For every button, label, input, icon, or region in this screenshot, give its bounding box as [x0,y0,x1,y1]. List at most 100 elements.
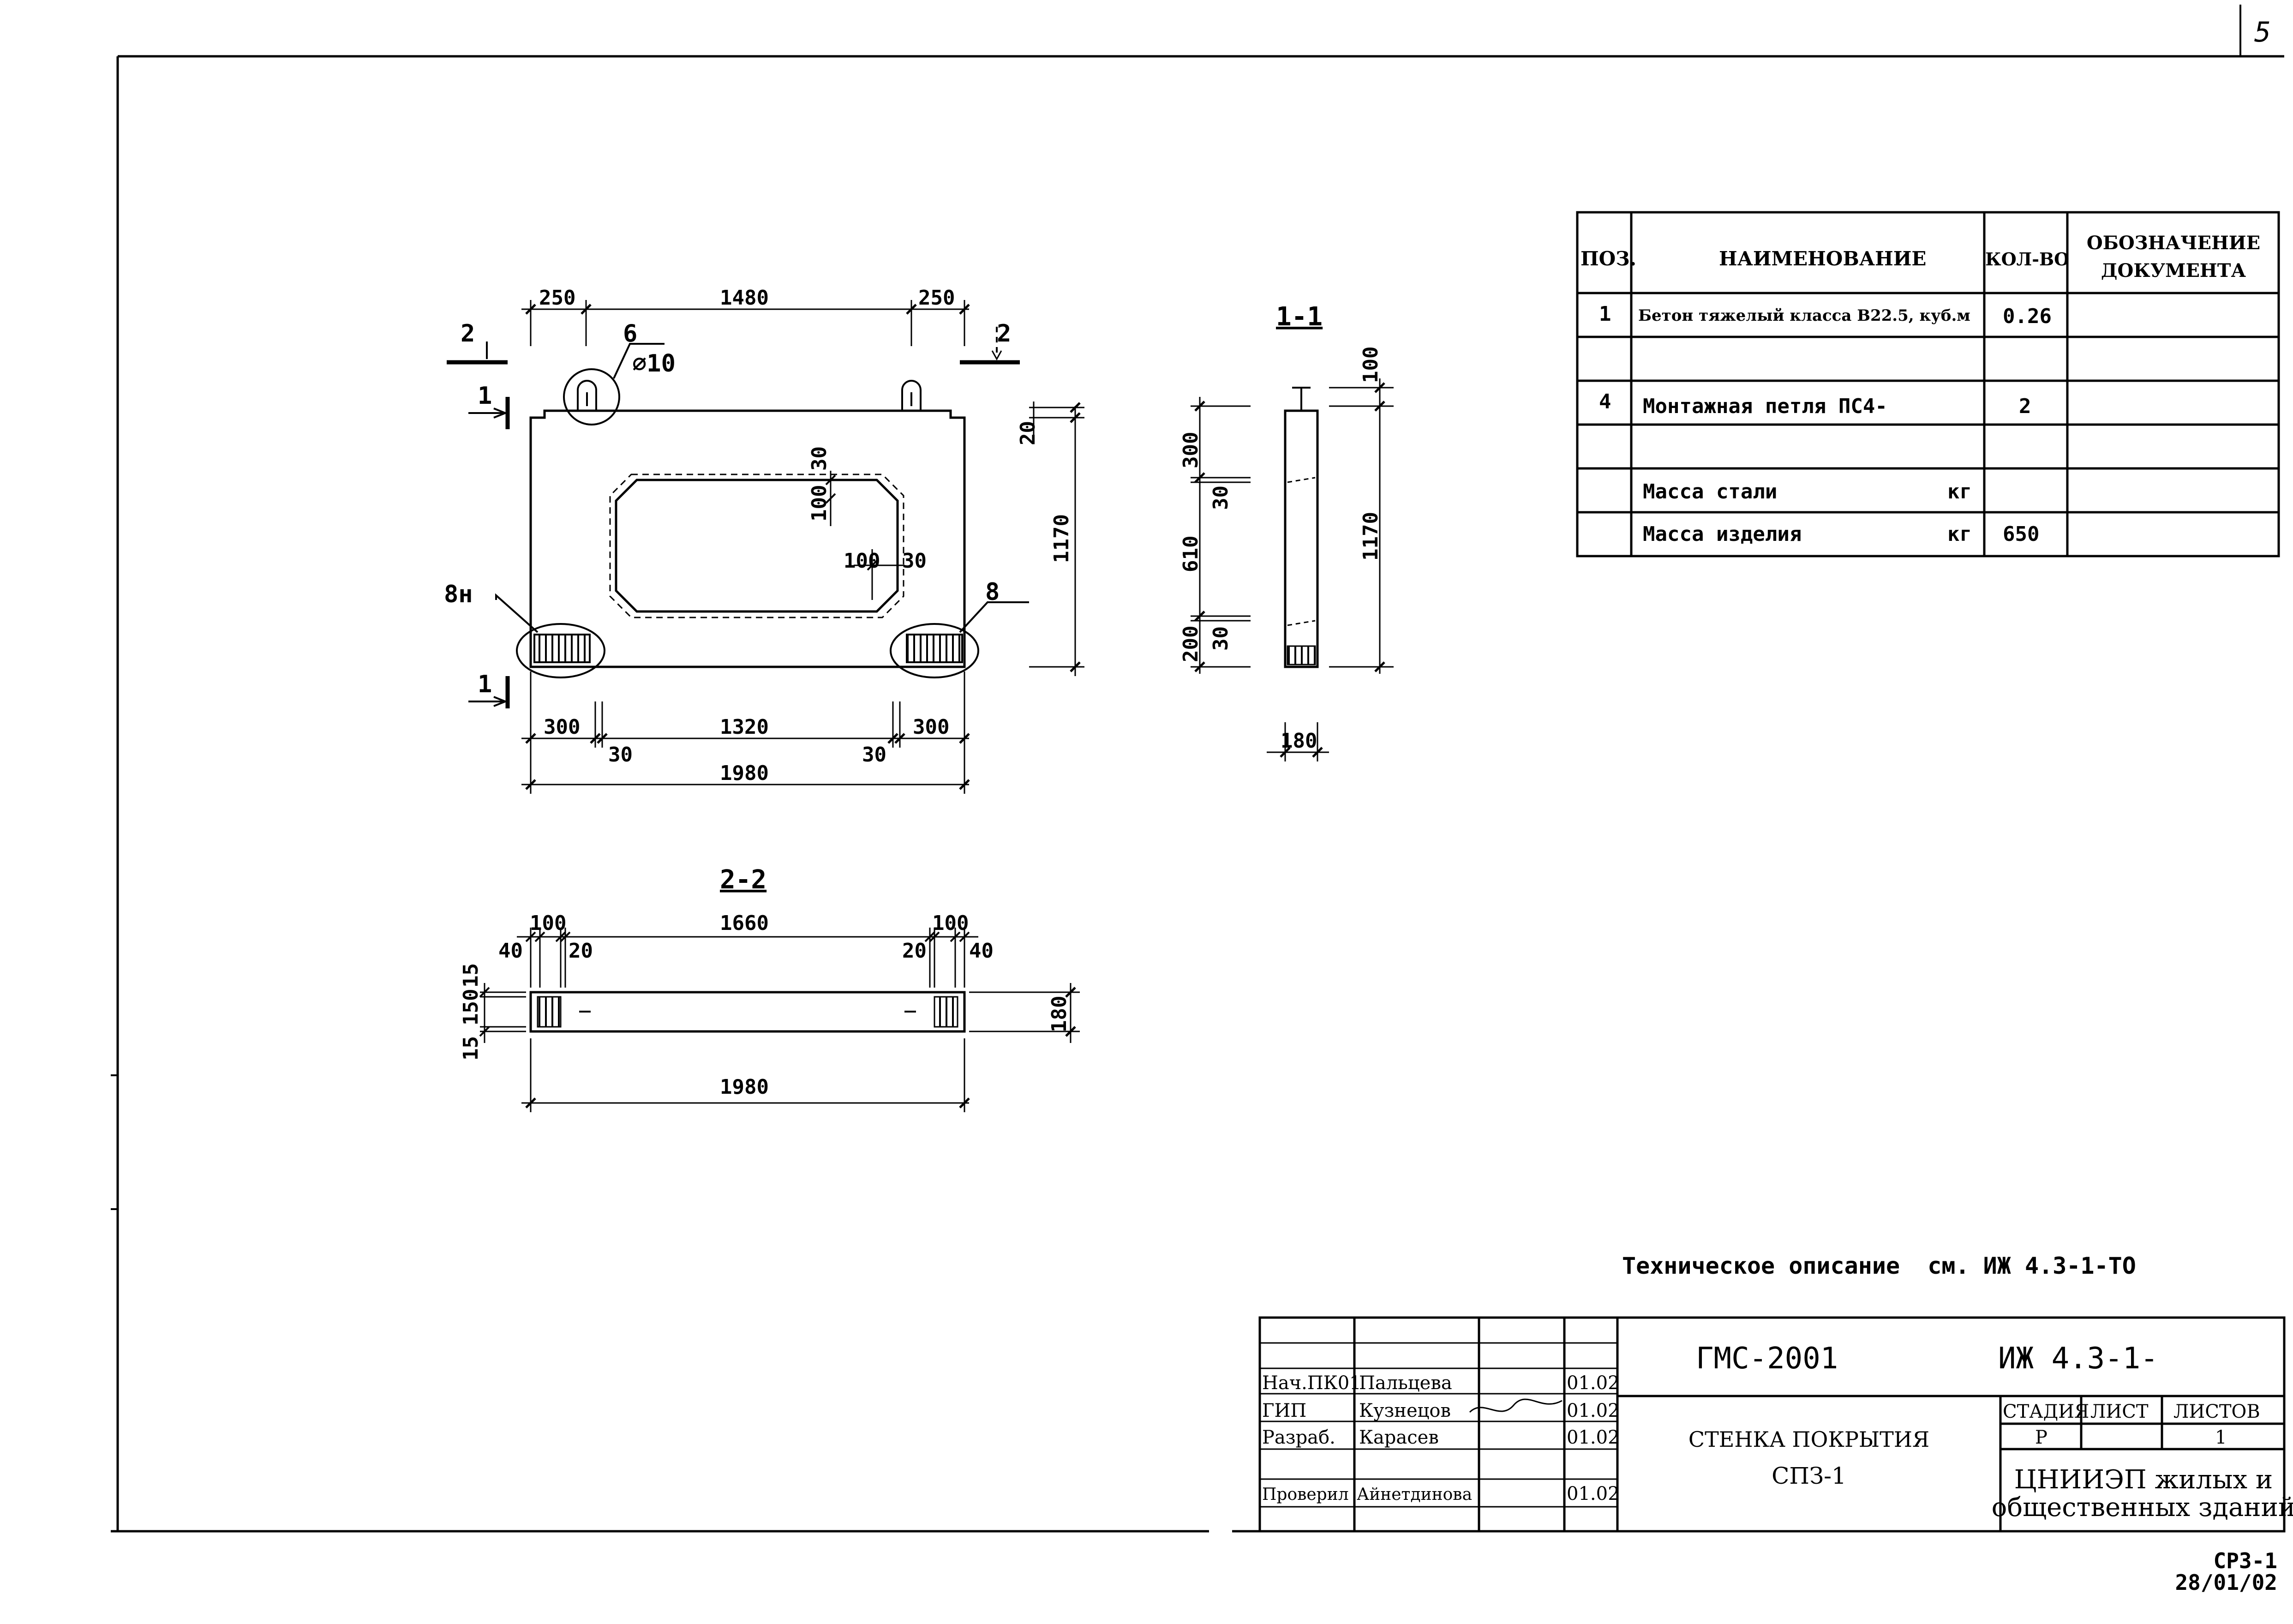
tb-date-1: 01.02 [1567,1372,1620,1394]
dim-bottom-small-left: 30 [608,743,633,767]
s22-dim-40a: 40 [498,939,523,963]
s11-dim-30b: 30 [1209,626,1233,651]
embed-right-callout [890,623,979,678]
leader-right [959,601,1029,633]
s11-dim-610: 610 [1179,536,1203,572]
loop-callout-circle [563,368,620,425]
spec-row6-unit: кг [1947,522,1972,546]
section-2-2-view [529,991,966,1033]
section-title-2-2: 2-2 [720,865,766,895]
leader-loop [613,343,665,379]
tb-name-3: Карасев [1359,1427,1439,1448]
title-block [1258,1316,2286,1533]
section-1-1-view [1284,387,1319,668]
s22-dim-1660: 1660 [720,911,769,935]
tb-code: ГМС-2001 [1696,1342,1838,1376]
s11-dim-height: 1170 [1359,512,1383,561]
spec-row1-name: Бетон тяжелый класса В22.5, куб.м [1638,306,1970,325]
s11-dim-top: 100 [1359,347,1383,383]
section-1-1-dimensions [1191,378,1394,761]
leader-left [495,593,539,633]
cut-mark-1-top: 1 [478,382,492,410]
spec-row3-name: Монтажная петля ПС4- [1643,395,1887,418]
section-2-2-dim-text: 40 100 20 1660 20 100 40 15 150 15 180 1… [459,911,1071,1099]
embed-left [533,634,591,663]
dim-bottom-small-right: 30 [862,743,886,767]
spec-header-qty: КОЛ-ВО [1985,249,2069,270]
tb-date-2: 01.02 [1567,1400,1620,1421]
tb-name-2: Кузнецов [1359,1400,1451,1421]
spec-row5-name: Масса стали [1643,480,1777,503]
tb-sheets-label: ЛИСТОВ [2173,1401,2260,1422]
callout-left: 8н [444,581,473,608]
tb-role-2: ГИП [1262,1400,1306,1421]
s22-dim-40b: 40 [969,939,994,963]
s22-dim-180: 180 [1048,996,1071,1032]
panel-outline [529,409,966,668]
spec-table [1576,211,2280,557]
corner-date: 28/01/02 [2175,1570,2277,1595]
section-title-1-1: 1-1 [1276,302,1323,332]
lifting-loop-right [901,380,922,411]
section-1-1-dim-text: 300 30 610 200 30 100 1170 180 [1179,347,1383,753]
tb-role-3: Разраб. [1262,1427,1335,1448]
dim-top-right: 250 [918,286,955,310]
callout-loop-dia: ⌀10 [632,350,676,378]
dim-bottom-right: 300 [913,715,949,739]
opening-dashed [609,473,904,618]
s22-dim-100b: 100 [932,911,969,935]
lifting-loop-left [577,380,597,411]
spec-header-name: НАИМЕНОВАНИЕ [1719,247,1926,270]
s11-dim-300: 300 [1179,432,1203,468]
tb-sheets: 1 [2215,1427,2227,1448]
tb-role-4: Проверил [1262,1485,1349,1504]
tb-date-3: 01.02 [1567,1427,1620,1448]
spec-row3-qty: 2 [2019,395,2031,418]
elevation-dim-text: 250 1480 250 300 1320 300 30 30 1980 117… [444,286,1073,785]
callout-loop-pos: 6 [623,320,637,348]
embed-right [906,634,963,663]
s22-dim-overall: 1980 [720,1075,769,1099]
page-number: 5 [2254,16,2271,48]
dim-overall-width: 1980 [720,761,769,785]
cut-mark-1-bottom: 1 [478,671,492,698]
elevation-view [447,327,1029,708]
tb-name-4: Айнетдинова [1357,1485,1472,1504]
tb-date-4: 01.02 [1567,1483,1620,1504]
dim-height: 1170 [1050,514,1073,563]
callout-right: 8 [985,578,1000,606]
tb-doc-number: ИЖ 4.3-1- [1998,1342,2158,1376]
dim-bottom-mid: 1320 [720,715,769,739]
dim-opening-100b: 100 [844,549,880,573]
tb-sheet-label: ЛИСТ [2090,1401,2149,1422]
dim-top-mid: 1480 [720,286,769,310]
tb-org-2: общественных зданий [1992,1492,2293,1522]
title-block-text: ГМС-2001 ИЖ 4.3-1- СТЕНКА ПОКРЫТИЯ СПЗ-1… [1262,1342,2293,1522]
s11-dim-30a: 30 [1209,485,1233,510]
s22-dim-15a: 15 [459,963,483,988]
spec-row1-pos: 1 [1599,302,1611,326]
corner-code: СРЗ-1 [2214,1548,2277,1573]
spec-row1-qty: 0.26 [2003,305,2052,328]
tb-stage: Р [2035,1427,2048,1448]
dim-opening-30b: 30 [902,549,927,573]
elevation-dimensions [521,300,1084,794]
s22-dim-150: 150 [459,989,483,1025]
spec-row6-qty: 650 [2003,522,2039,546]
cut-mark-2-left: 2 [461,320,475,348]
tb-stage-label: СТАДИЯ [2003,1401,2089,1422]
spec-row6-name: Масса изделия [1643,522,1802,546]
spec-row5-unit: кг [1947,480,1972,503]
dim-top-left: 250 [539,286,575,310]
embed-left-callout [516,623,605,678]
section-2-2-outline [529,991,966,1033]
signature [1469,1398,1563,1413]
dim-opening-30a: 30 [808,446,831,471]
dim-opening-100a: 100 [808,485,831,521]
technical-note: Техническое описание см. ИЖ 4.3-1-ТО [1622,1252,2136,1279]
s22-dim-20b: 20 [902,939,927,963]
s22-dim-15b: 15 [459,1036,483,1061]
